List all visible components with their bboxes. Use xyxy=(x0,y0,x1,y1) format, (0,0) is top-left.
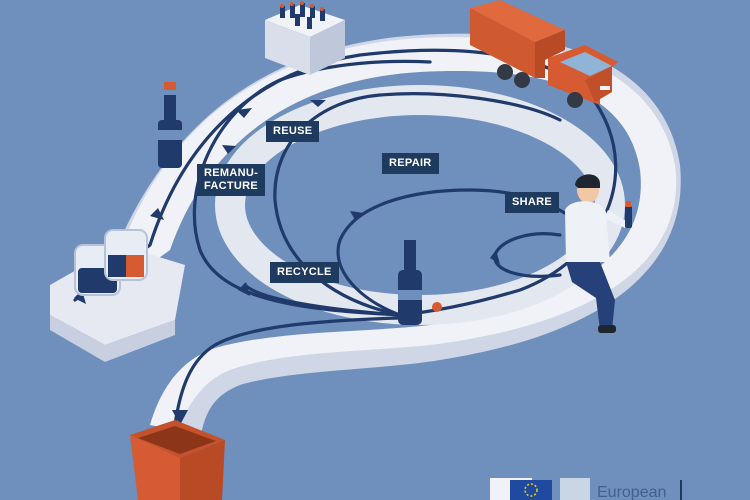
label-repair: REPAIR xyxy=(382,153,439,174)
label-recycle: RECYCLE xyxy=(270,262,339,283)
label-share: SHARE xyxy=(505,192,560,213)
bottle-center-illustration xyxy=(398,240,442,325)
logo-text: European xyxy=(597,484,667,500)
person-illustration xyxy=(565,174,632,333)
label-remanufacture-line1: REMANU- xyxy=(204,167,259,179)
bottle-crate-illustration xyxy=(265,1,345,75)
bottle-left-illustration xyxy=(158,82,182,168)
label-remanufacture-line2: FACTURE xyxy=(204,180,259,192)
label-remanufacture: REMANU- FACTURE xyxy=(197,164,266,196)
jars-illustration xyxy=(74,229,148,296)
recycling-bin-illustration xyxy=(130,420,225,500)
delivery-truck-illustration xyxy=(470,0,618,108)
label-reuse: REUSE xyxy=(266,121,320,142)
european-commission-logo xyxy=(490,478,682,500)
